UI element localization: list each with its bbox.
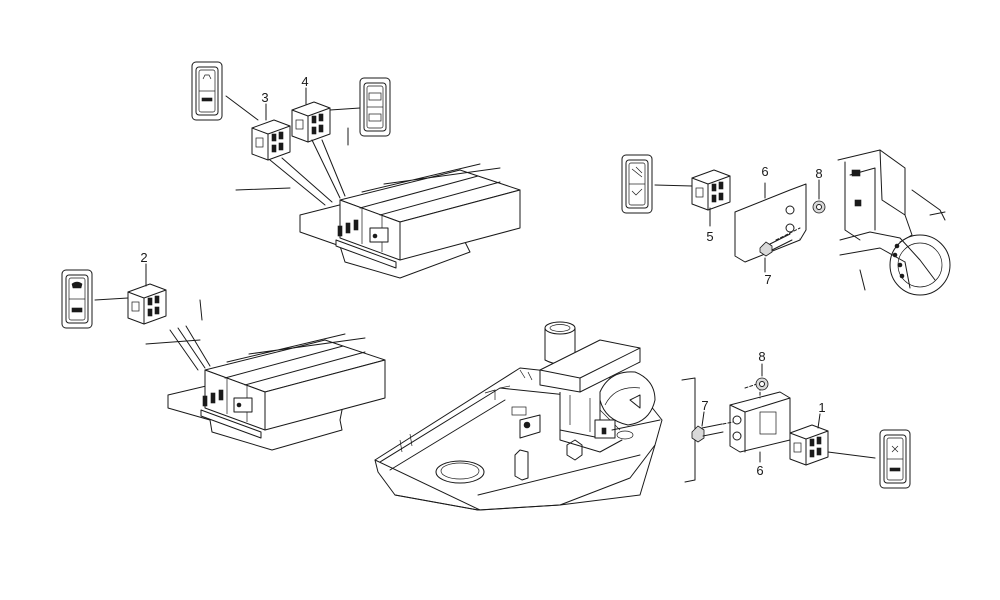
rocker-switch-face-1 bbox=[879, 429, 911, 489]
callout-8-bottom: 8 bbox=[758, 349, 765, 364]
main-assembly bbox=[374, 321, 911, 511]
callout-3: 3 bbox=[261, 90, 268, 105]
switch-connector-3 bbox=[251, 119, 291, 161]
callout-8-top: 8 bbox=[815, 166, 822, 181]
switch-connector-4 bbox=[291, 101, 331, 143]
seat-pedestal-unit bbox=[539, 321, 661, 440]
control-unit-middle bbox=[200, 333, 386, 439]
top-left-assembly bbox=[191, 61, 521, 279]
mounting-bracket-6-bottom bbox=[729, 382, 791, 453]
control-unit-top bbox=[335, 163, 521, 269]
bolt-7-bottom bbox=[691, 421, 734, 443]
switch-connector-2 bbox=[127, 283, 167, 325]
rocker-switch-face-3 bbox=[191, 61, 223, 121]
mounting-bracket-6-top bbox=[734, 183, 807, 263]
rocker-switch-face-4 bbox=[359, 77, 391, 137]
nut-8-top bbox=[812, 200, 826, 214]
switch-connector-1 bbox=[789, 424, 829, 466]
callout-7-top: 7 bbox=[764, 272, 771, 287]
nut-8-bottom bbox=[755, 377, 769, 391]
callout-1: 1 bbox=[818, 400, 825, 415]
callout-7-bottom: 7 bbox=[701, 398, 708, 413]
callout-6-bottom: 6 bbox=[756, 463, 763, 478]
top-right-assembly bbox=[621, 149, 951, 296]
callout-4: 4 bbox=[301, 74, 308, 89]
callout-5: 5 bbox=[706, 229, 713, 244]
callout-6-top: 6 bbox=[761, 164, 768, 179]
rocker-switch-face-5 bbox=[621, 154, 653, 214]
rocker-switch-face-2 bbox=[61, 269, 93, 329]
bolt-7-top bbox=[759, 233, 793, 257]
vehicle-frame-fragment bbox=[837, 149, 951, 296]
middle-left-assembly bbox=[61, 263, 386, 451]
switch-connector-5 bbox=[691, 169, 731, 211]
callout-2: 2 bbox=[140, 250, 147, 265]
